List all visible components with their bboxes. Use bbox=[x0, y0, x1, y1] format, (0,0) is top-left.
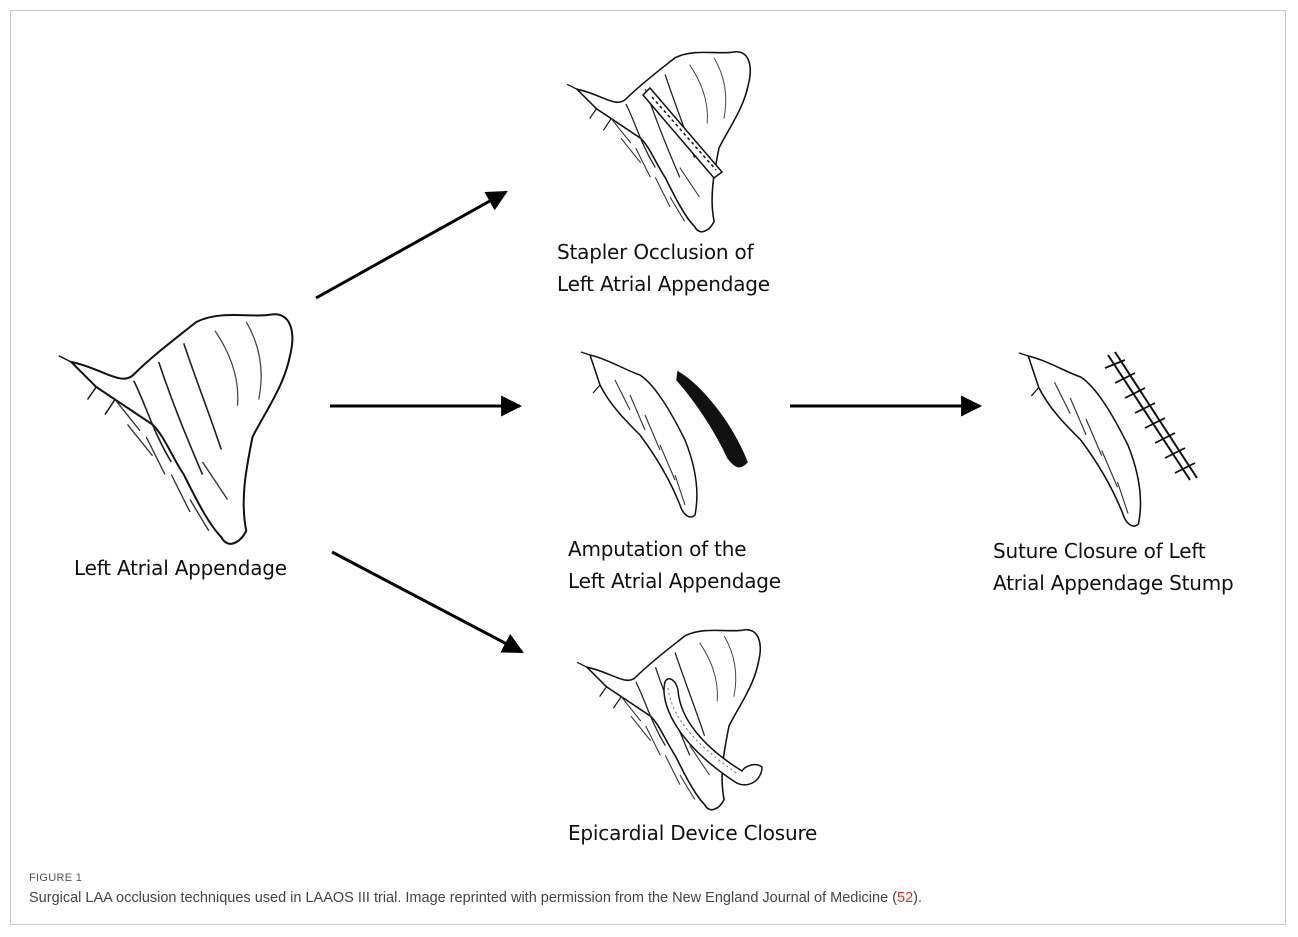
arrow-to-epicardial bbox=[332, 552, 522, 652]
label-epicardial: Epicardial Device Closure bbox=[568, 817, 817, 849]
figure-caption: Surgical LAA occlusion techniques used i… bbox=[29, 890, 922, 906]
amputation-illustration bbox=[581, 352, 747, 517]
label-amputation-line2: Left Atrial Appendage bbox=[568, 565, 781, 597]
arrow-to-stapler bbox=[316, 192, 506, 298]
caption-text: Surgical LAA occlusion techniques used i… bbox=[29, 890, 897, 906]
figure-number: FIGURE 1 bbox=[29, 872, 82, 884]
label-stapler-line1: Stapler Occlusion of bbox=[557, 236, 753, 268]
label-suture-line1: Suture Closure of Left bbox=[993, 535, 1206, 567]
epicardial-illustration bbox=[577, 630, 762, 810]
label-amputation-line1: Amputation of the bbox=[568, 533, 746, 565]
label-suture-line2: Atrial Appendage Stump bbox=[993, 567, 1233, 599]
reference-link[interactable]: 52 bbox=[897, 890, 913, 906]
suture-illustration bbox=[1019, 352, 1197, 526]
label-left-atrial-appendage: Left Atrial Appendage bbox=[74, 552, 287, 584]
label-stapler-line2: Left Atrial Appendage bbox=[557, 268, 770, 300]
caption-tail: ). bbox=[913, 890, 922, 906]
stapler-illustration bbox=[567, 52, 750, 232]
laa-source-illustration bbox=[59, 314, 293, 544]
